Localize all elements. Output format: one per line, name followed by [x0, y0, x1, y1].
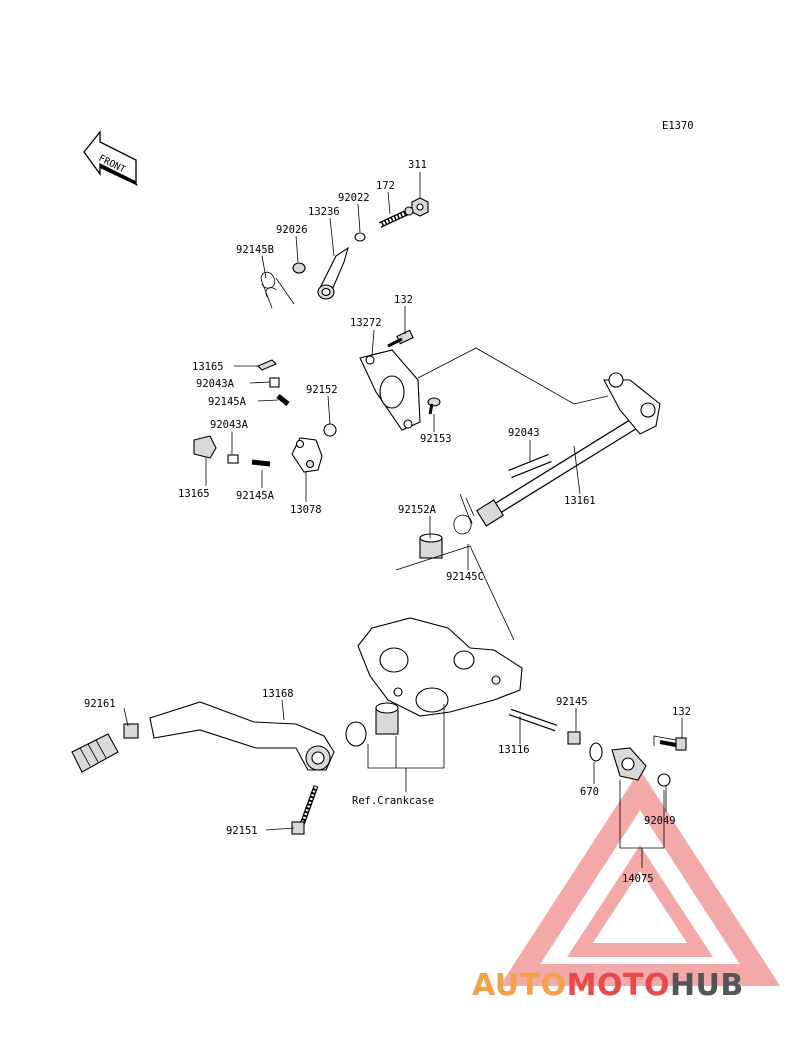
ref-line-collar-crankcase: [395, 545, 515, 641]
part-172-bolt: [378, 206, 414, 228]
part-13236-arm: [317, 246, 349, 300]
part-92153-bolt: [427, 397, 441, 415]
part-132-bolt-upper: [387, 329, 414, 348]
label-92153: 92153: [420, 433, 452, 445]
label-13168: 13168: [262, 688, 294, 700]
front-arrow-icon: FRONT: [83, 130, 138, 186]
label-670: 670: [580, 786, 599, 798]
label-ref-crankcase: Ref.Crankcase: [352, 795, 434, 807]
part-92145C-spring: [453, 493, 475, 535]
label-92151: 92151: [226, 825, 258, 837]
part-92145A-spring-upper: [276, 394, 290, 406]
label-14075: 14075: [622, 873, 654, 885]
part-13116-shaft: [508, 708, 558, 732]
part-92152A-collar: [419, 533, 443, 559]
watermark-logo: AUTOMOTOHUB: [472, 769, 781, 1003]
part-92043A-lower: [227, 454, 239, 464]
label-92152A: 92152A: [398, 504, 437, 516]
part-92026-washer: [292, 262, 306, 274]
label-13078: 13078: [290, 504, 322, 516]
label-92161: 92161: [84, 698, 116, 710]
part-13165-pin-upper: [257, 359, 277, 371]
label-92049: 92049: [644, 815, 676, 827]
label-13272: 13272: [350, 317, 382, 329]
part-13168-shift-lever: [123, 701, 335, 771]
part-13161-shaft: [475, 372, 661, 527]
label-92145A-upper: 92145A: [208, 396, 247, 408]
part-92152-washer: [323, 423, 337, 437]
label-172: 172: [376, 180, 395, 192]
part-14075-bracket: [611, 747, 647, 781]
part-92049-seal: [657, 773, 671, 787]
label-13116: 13116: [498, 744, 530, 756]
label-92145B: 92145B: [236, 244, 274, 256]
label-132-lower: 132: [672, 706, 691, 718]
part-92145-spring: [567, 731, 581, 745]
label-13161: 13161: [564, 495, 596, 507]
label-92145: 92145: [556, 696, 588, 708]
part-13165-block-lower: [193, 435, 217, 459]
part-92043A-upper: [269, 377, 280, 388]
label-92043A-lower: 92043A: [210, 419, 249, 431]
label-92043: 92043: [508, 427, 540, 439]
part-13272-plate: [359, 349, 421, 431]
watermark-text: AUTOMOTOHUB: [472, 968, 744, 1003]
part-132-bolt-lower: [659, 737, 687, 751]
part-needle-bearing: [375, 702, 399, 735]
part-670-ring: [589, 742, 603, 762]
label-132-upper: 132: [394, 294, 413, 306]
leader-lines: [123, 172, 683, 831]
part-13078-drum: [291, 437, 323, 473]
label-92152: 92152: [306, 384, 338, 396]
label-92145A-lower: 92145A: [236, 490, 275, 502]
part-92022-washer: [354, 232, 366, 242]
part-92161-rubber: [71, 733, 119, 773]
diagram-code: E1370: [662, 120, 694, 132]
part-311-nut: [411, 197, 429, 217]
ref-line-plate-shaft: [417, 347, 609, 405]
part-bearing-seal: [345, 721, 367, 747]
label-13236: 13236: [308, 206, 340, 218]
part-92043-pin: [508, 453, 552, 479]
label-13165-upper: 13165: [192, 361, 224, 373]
part-92151-bolt: [291, 785, 319, 835]
label-92043A-upper: 92043A: [196, 378, 235, 390]
crankcase-section: [357, 617, 523, 717]
label-92022: 92022: [338, 192, 370, 204]
part-92145A-spring-lower: [251, 459, 271, 467]
label-13165-lower: 13165: [178, 488, 210, 500]
part-labels: 311 172 92022 13236 92026 92145B 132 132…: [84, 159, 691, 885]
label-92145C: 92145C: [446, 571, 484, 583]
label-92026: 92026: [276, 224, 308, 236]
part-92145B-spring: [260, 271, 295, 309]
label-311: 311: [408, 159, 427, 171]
